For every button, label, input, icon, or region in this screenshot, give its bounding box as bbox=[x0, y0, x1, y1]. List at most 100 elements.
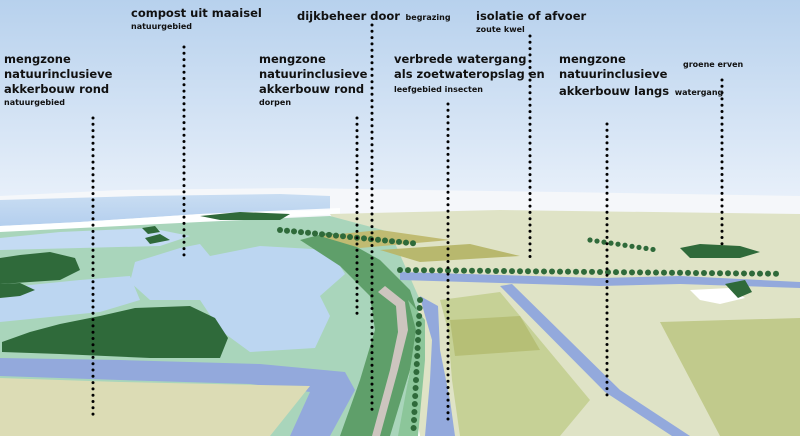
tree bbox=[485, 267, 491, 274]
tree bbox=[382, 237, 388, 244]
tree bbox=[597, 269, 603, 275]
leader-dot bbox=[720, 122, 724, 126]
leader-dot bbox=[720, 185, 724, 189]
leader-dot bbox=[605, 248, 609, 252]
tree bbox=[741, 270, 747, 277]
label-compost: compost uit maaisel natuurgebied bbox=[131, 6, 262, 33]
lake-small bbox=[0, 228, 190, 250]
leader-dot bbox=[91, 362, 95, 366]
tree bbox=[361, 235, 367, 242]
leader-dot bbox=[605, 160, 609, 164]
leader-dot bbox=[91, 122, 95, 126]
leader-dot bbox=[355, 141, 359, 145]
tree bbox=[413, 377, 419, 383]
leader-dot bbox=[182, 184, 186, 188]
leader-dot bbox=[91, 406, 95, 410]
leader-dot bbox=[605, 166, 609, 170]
leader-dot bbox=[446, 197, 450, 200]
leader-dot bbox=[528, 103, 532, 107]
tree bbox=[375, 236, 381, 243]
leader-dot bbox=[446, 335, 450, 339]
tree bbox=[749, 270, 755, 277]
tree bbox=[525, 268, 531, 275]
leader-dot bbox=[605, 324, 609, 328]
tree bbox=[661, 269, 667, 276]
forest-left-1 bbox=[0, 252, 80, 284]
leader-dot bbox=[182, 240, 186, 244]
leader-dot bbox=[182, 45, 186, 49]
tree bbox=[629, 269, 635, 276]
leader-dot bbox=[605, 191, 609, 195]
leader-dot bbox=[91, 393, 95, 397]
leader-dot bbox=[182, 108, 186, 112]
tree bbox=[549, 268, 555, 275]
leader-dot bbox=[720, 173, 724, 176]
leader-dot bbox=[370, 149, 374, 153]
leader-dot bbox=[605, 179, 609, 183]
leader-dot bbox=[370, 344, 374, 348]
leader-dot bbox=[182, 58, 186, 62]
leader-dot bbox=[91, 286, 95, 290]
leader-dot bbox=[446, 209, 450, 213]
leader-dot bbox=[528, 179, 532, 183]
leader-dot bbox=[370, 363, 374, 367]
leader-dot bbox=[182, 146, 186, 150]
leader-dot bbox=[370, 174, 374, 178]
leader-dot bbox=[182, 203, 186, 206]
label-small: natuurgebied bbox=[4, 98, 66, 107]
leader-dot bbox=[370, 29, 374, 33]
leader-dot bbox=[446, 190, 450, 194]
leader-dot bbox=[370, 111, 374, 115]
label-small: leefgebied insecten bbox=[394, 85, 483, 94]
tree bbox=[533, 268, 539, 275]
tree bbox=[347, 234, 353, 240]
leader-dot bbox=[446, 278, 450, 282]
leader-dot bbox=[370, 357, 374, 361]
leader-dot bbox=[605, 336, 609, 340]
leader-dot bbox=[605, 217, 609, 220]
tree bbox=[405, 267, 411, 274]
leader-dot bbox=[182, 95, 186, 99]
leader-dot bbox=[182, 77, 186, 80]
leader-dot bbox=[370, 136, 374, 140]
tree bbox=[677, 269, 683, 276]
leader-dot bbox=[605, 141, 609, 145]
tree bbox=[517, 268, 523, 275]
leader-dot bbox=[182, 215, 186, 219]
tree bbox=[501, 268, 507, 275]
label-line: mengzone bbox=[559, 52, 626, 66]
leader-dot bbox=[91, 381, 95, 385]
field-bottom-left bbox=[0, 378, 310, 436]
leader-dot bbox=[91, 311, 95, 315]
leader-dot bbox=[182, 253, 186, 257]
leader-dot bbox=[182, 247, 186, 251]
leader-dot bbox=[370, 168, 374, 172]
leader-dot bbox=[446, 127, 450, 131]
leader-dot bbox=[91, 280, 95, 284]
leader-dot bbox=[528, 110, 532, 114]
leader-dot bbox=[446, 404, 450, 408]
leader-dot bbox=[355, 154, 359, 158]
leader-dot bbox=[446, 323, 450, 326]
tree bbox=[414, 353, 421, 359]
forest-large bbox=[2, 306, 228, 358]
tree bbox=[415, 321, 422, 327]
leader-dot bbox=[528, 173, 532, 177]
leader-dot bbox=[182, 234, 186, 238]
tree bbox=[733, 270, 739, 277]
leader-dot bbox=[370, 281, 374, 285]
leader-dot bbox=[355, 242, 359, 246]
leader-dot bbox=[370, 325, 374, 329]
leader-dot bbox=[91, 129, 95, 133]
leader-dot bbox=[446, 304, 450, 308]
label-mengzone-dorpen: mengzone natuurinclusieve akkerbouw rond… bbox=[259, 52, 367, 109]
tree bbox=[410, 240, 416, 247]
leader-dot bbox=[91, 274, 95, 277]
tree bbox=[757, 270, 763, 277]
leader-dot bbox=[605, 280, 609, 283]
tree bbox=[621, 269, 627, 276]
leader-dot bbox=[446, 373, 450, 377]
tree bbox=[773, 270, 779, 277]
tree bbox=[319, 231, 325, 238]
leader-dot bbox=[720, 141, 724, 145]
